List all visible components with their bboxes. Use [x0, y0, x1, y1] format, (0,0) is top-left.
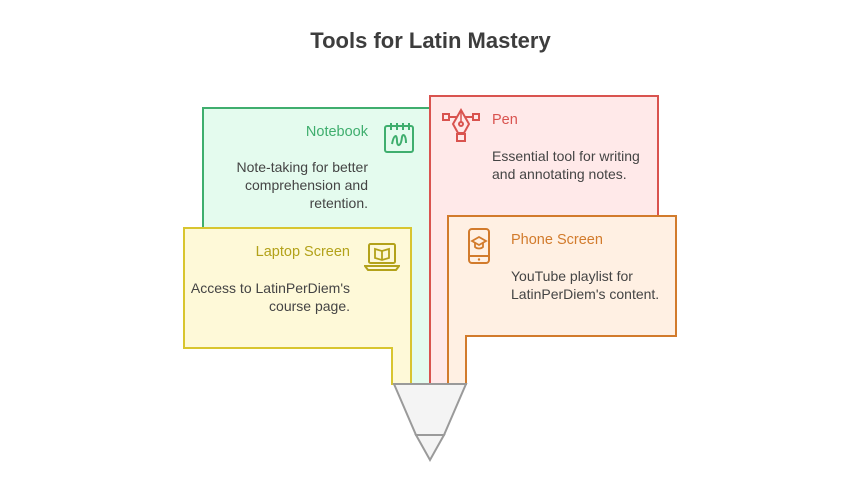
- funnel-bottom: [414, 434, 446, 463]
- funnel-top: [392, 383, 468, 436]
- phone-description: YouTube playlist for LatinPerDiem's cont…: [511, 268, 660, 302]
- phone-title: Phone Screen: [511, 232, 603, 248]
- notebook-description: Note-taking for better comprehension and…: [236, 159, 368, 211]
- notebook-icon: [384, 123, 414, 153]
- laptop-card: [183, 227, 412, 385]
- laptop-title: Laptop Screen: [255, 244, 350, 260]
- page-title: Tools for Latin Mastery: [310, 28, 551, 53]
- pen-nib-icon: [442, 107, 480, 142]
- laptop-book-icon: [364, 243, 400, 271]
- notebook-title: Notebook: [305, 124, 368, 140]
- pen-description: Essential tool for writing and annotatin…: [492, 148, 640, 182]
- pen-title: Pen: [492, 112, 518, 128]
- laptop-description: Access to LatinPerDiem's course page.: [190, 280, 350, 314]
- phone-graduation-icon: [468, 228, 490, 264]
